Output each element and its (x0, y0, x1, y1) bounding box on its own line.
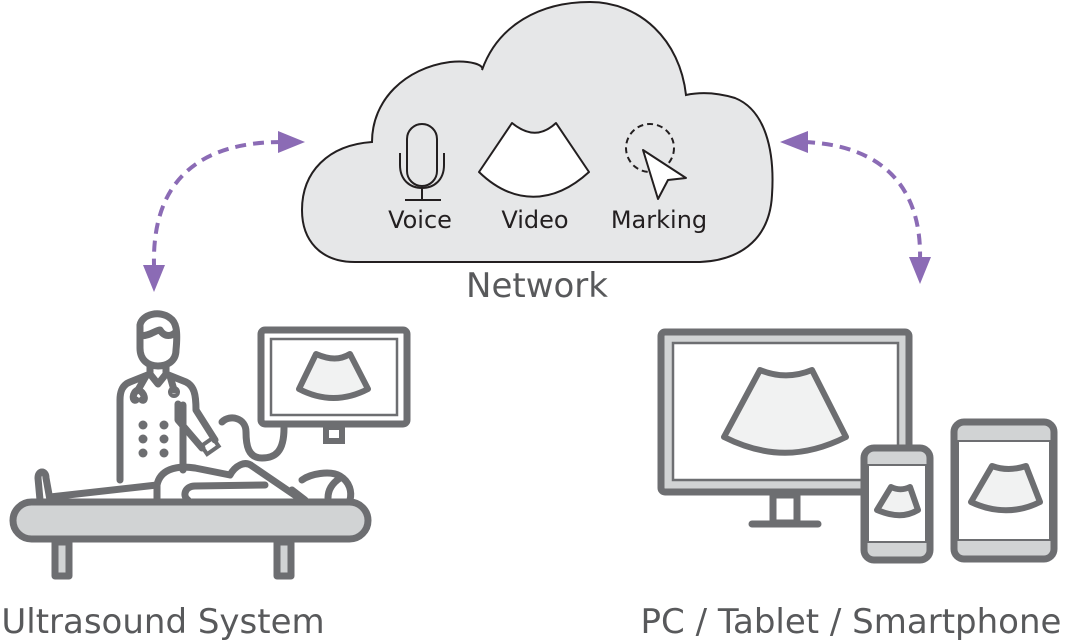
feature-label-voice: Voice (388, 206, 452, 234)
pc-monitor-icon (657, 328, 913, 528)
smartphone-icon (860, 444, 934, 564)
arrow-head-right-icon (278, 131, 305, 153)
feature-label-video: Video (501, 206, 568, 234)
ultrasound-system-label: Ultrasound System (1, 602, 324, 642)
ultrasound-monitor-icon (257, 326, 411, 444)
arrow-head-down-icon (143, 265, 165, 292)
client-devices-illustration (657, 328, 1058, 564)
right-bidirectional-arrow (780, 131, 931, 284)
client-devices-label: PC / Tablet / Smartphone (641, 602, 1062, 642)
cursor-marking-icon (625, 123, 687, 200)
ultrasound-fan-icon (478, 122, 590, 198)
feature-label-marking: Marking (611, 206, 707, 234)
microphone-icon (399, 123, 445, 201)
arrow-head-down-icon (909, 257, 931, 284)
tablet-icon (950, 418, 1058, 563)
bed-icon (9, 498, 372, 580)
doctor-icon (116, 310, 222, 484)
network-label: Network (466, 266, 608, 306)
arrow-head-left-icon (780, 131, 808, 153)
ultrasound-system-illustration (9, 310, 411, 580)
left-bidirectional-arrow (143, 131, 305, 292)
patient-icon (34, 460, 355, 504)
